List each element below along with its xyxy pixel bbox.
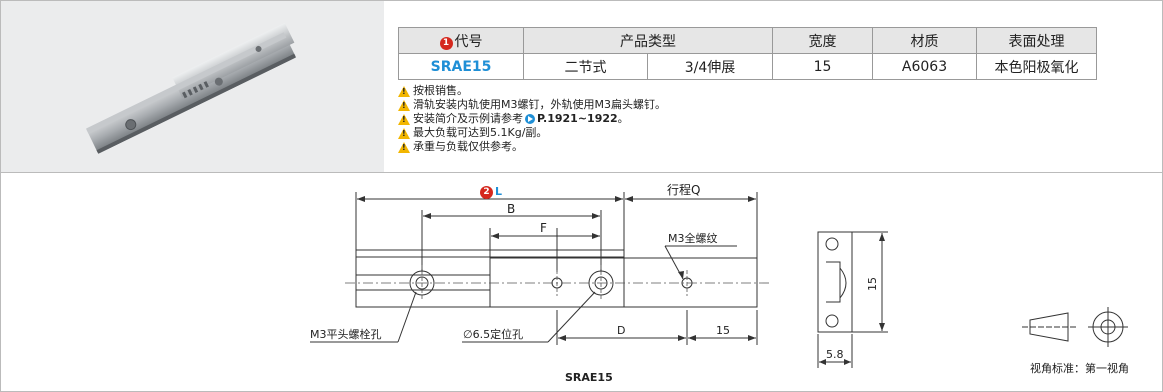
cell-surface: 本色阳极氧化 <box>976 53 1097 80</box>
hole-label: M3平头螺栓孔 <box>310 328 382 341</box>
note-text: 安装简介及示例请参考 <box>413 112 523 125</box>
dim-58-label: 5.8 <box>826 348 844 361</box>
drawing-caption: SRAE15 <box>565 371 613 384</box>
note-text: 最大负载可达到5.1Kg/副。 <box>413 126 548 139</box>
header-material: 材质 <box>872 27 977 54</box>
cell-material: A6063 <box>872 53 977 80</box>
note-item: 滑轨安装内轨使用M3螺钉，外轨使用M3扁头螺钉。 <box>398 98 666 112</box>
warning-icon <box>398 85 410 97</box>
page-ref-arrow-icon <box>525 114 535 124</box>
dim-f-label: F <box>540 221 547 235</box>
header-width: 宽度 <box>772 27 873 54</box>
header-code-label: 代号 <box>454 33 483 50</box>
pin-hole-label: ∅6.5定位孔 <box>463 328 524 341</box>
cell-type-a: 二节式 <box>523 53 648 80</box>
section-divider <box>1 172 1162 173</box>
dim-d-label: D <box>617 324 626 337</box>
l-label: L <box>495 185 503 198</box>
code-badge: 1 <box>439 36 453 50</box>
warning-icon <box>398 113 410 125</box>
warning-icon <box>398 127 410 139</box>
l-badge: 2 <box>480 186 493 199</box>
note-text: 承重与负载仅供参考。 <box>413 140 523 153</box>
note-text: 按根销售。 <box>413 84 468 97</box>
spec-table-row: SRAE15 二节式 3/4伸展 15 A6063 本色阳极氧化 <box>398 53 1097 80</box>
note-item: 最大负载可达到5.1Kg/副。 <box>398 126 666 140</box>
dim-b-label: B <box>507 202 516 216</box>
note-suffix: 。 <box>617 112 629 125</box>
header-surface: 表面处理 <box>976 27 1097 54</box>
note-item: 安装简介及示例请参考 P.1921~1922。 <box>398 112 666 126</box>
warning-icon <box>398 141 410 153</box>
cell-type-b: 3/4伸展 <box>647 53 773 80</box>
thread-label: M3全螺纹 <box>668 232 718 245</box>
projection-symbol-icon <box>1022 307 1128 347</box>
note-text: 滑轨安装内轨使用M3螺钉，外轨使用M3扁头螺钉。 <box>413 98 666 111</box>
slide-rail-image <box>85 22 297 154</box>
dim-stroke-label: 行程Q <box>667 183 701 197</box>
product-photo <box>1 1 384 172</box>
view-standard-label: 视角标准：第一视角 <box>1030 362 1129 375</box>
warning-icon <box>398 99 410 111</box>
dim-15-bottom-label: 15 <box>716 324 730 337</box>
page-ref-link[interactable]: P.1921~1922 <box>537 112 618 125</box>
cell-width: 15 <box>772 53 873 80</box>
header-product-type: 产品类型 <box>523 27 773 54</box>
note-item: 按根销售。 <box>398 84 666 98</box>
cell-code[interactable]: SRAE15 <box>398 53 524 80</box>
notes-list: 按根销售。 滑轨安装内轨使用M3螺钉，外轨使用M3扁头螺钉。 安装简介及示例请参… <box>398 84 666 154</box>
dim-15-side-label: 15 <box>866 277 879 291</box>
note-item: 承重与负载仅供参考。 <box>398 140 666 154</box>
